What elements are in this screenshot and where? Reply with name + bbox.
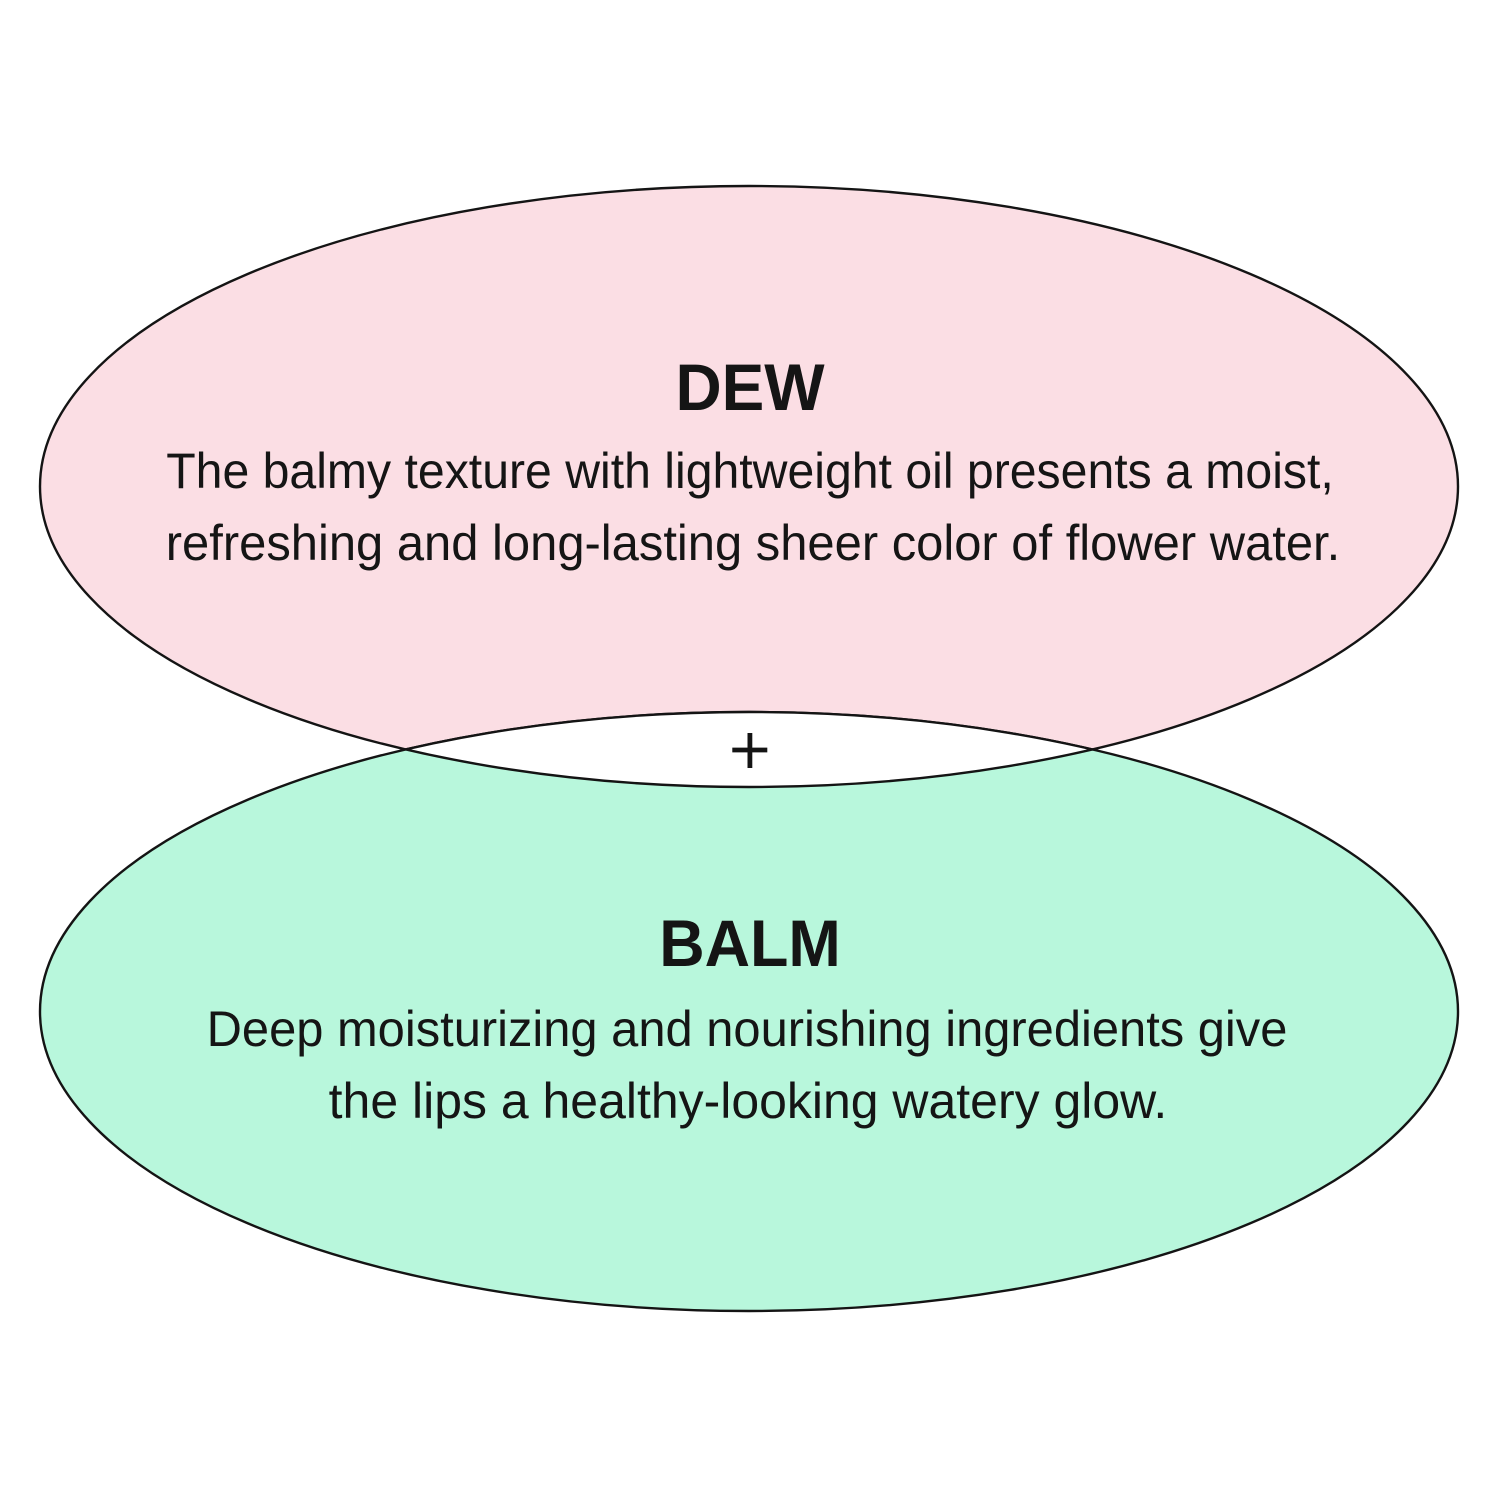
svg-text:Deep moisturizing and nourishi: Deep moisturizing and nourishing ingredi… (207, 1001, 1288, 1057)
svg-text:BALM: BALM (659, 907, 841, 980)
svg-text:DEW: DEW (675, 350, 824, 424)
svg-text:the lips a healthy-looking wat: the lips a healthy-looking watery glow. (329, 1073, 1168, 1129)
svg-text:refreshing and long-lasting sh: refreshing and long-lasting sheer color … (166, 516, 1340, 572)
svg-text:The balmy texture with lightwe: The balmy texture with lightweight oil p… (166, 444, 1334, 499)
